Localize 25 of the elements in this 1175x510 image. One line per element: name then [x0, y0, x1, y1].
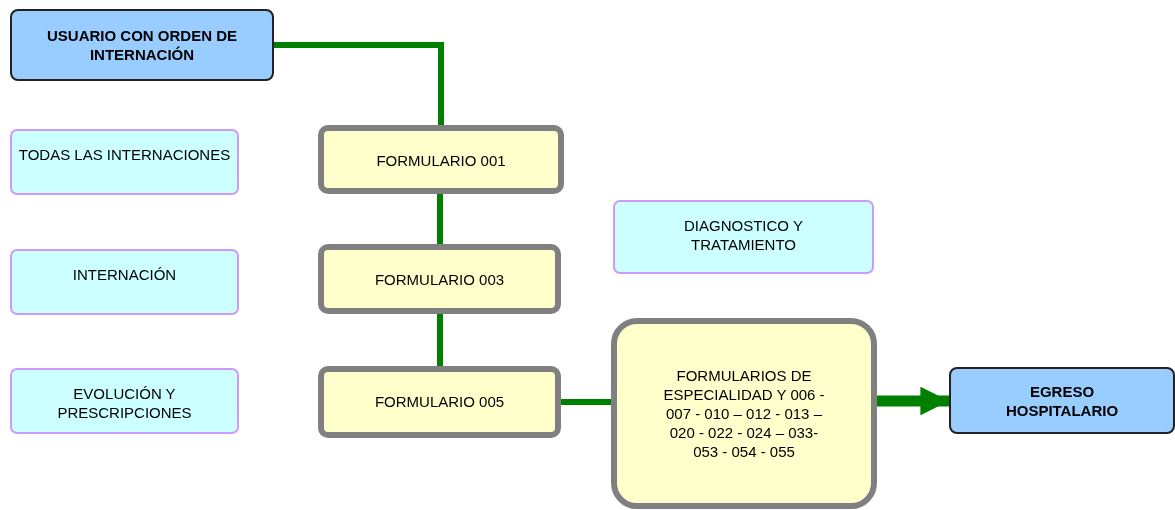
- connector-line: [561, 399, 611, 405]
- node-label: FORMULARIO 001: [376, 151, 506, 170]
- node-label: USUARIO CON ORDEN DE INTERNACIÓN: [46, 26, 238, 64]
- category-box: [10, 129, 239, 195]
- end-box: [949, 367, 1175, 434]
- node-label: EGRESO HOSPITALARIO: [1004, 381, 1120, 420]
- node-label: EVOLUCIÓN Y PRESCRIPCIONES: [56, 384, 193, 422]
- category-box: [10, 249, 239, 315]
- node-label: INTERNACIÓN: [72, 265, 177, 284]
- connector-line: [877, 386, 949, 416]
- category-box: [10, 368, 239, 434]
- form-box: [318, 244, 561, 314]
- node-label: FORMULARIO 005: [374, 392, 505, 411]
- node-label: TODAS LAS INTERNACIONES: [18, 145, 231, 164]
- form-box: [318, 125, 564, 194]
- node-label: FORMULARIOS DE ESPECIALIDAD Y 006 - 007 - 010 – 012 - 013 – 020 - 022 - 024 – 033- 053 - 054 - 055: [662, 366, 826, 461]
- form-box: [318, 366, 561, 438]
- connector-line: [274, 42, 444, 125]
- connector-line: [437, 194, 443, 244]
- connector-line: [437, 314, 443, 366]
- specialty-forms-box: [611, 318, 877, 509]
- category-box: [613, 200, 874, 274]
- start-box: [10, 9, 274, 81]
- node-label: FORMULARIO 003: [374, 270, 505, 289]
- node-label: DIAGNOSTICO Y TRATAMIENTO: [683, 216, 804, 254]
